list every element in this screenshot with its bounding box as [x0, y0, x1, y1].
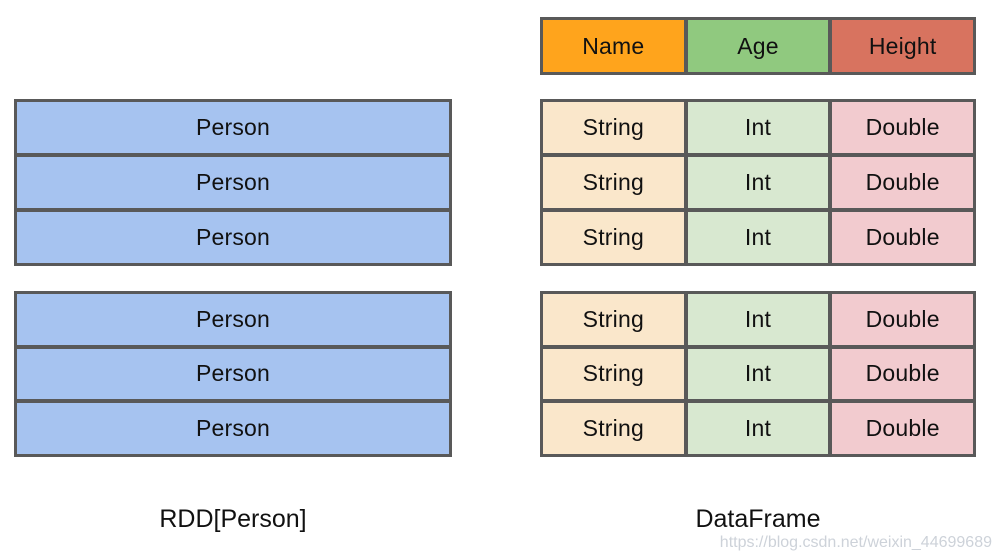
- rdd-record: Person: [17, 157, 449, 208]
- dataframe-partition-1: String Int Double String Int Double Stri…: [540, 99, 976, 266]
- rdd-record: Person: [17, 212, 449, 263]
- df-cell-age: Int: [687, 403, 829, 454]
- df-cell-name: String: [543, 348, 684, 400]
- df-cell-name: String: [543, 212, 684, 263]
- rdd-caption: RDD[Person]: [159, 505, 307, 533]
- dataframe-header-row: Name Age Height: [540, 17, 976, 75]
- dataframe-caption: DataFrame: [695, 505, 821, 533]
- df-cell-height: Double: [832, 348, 973, 400]
- rdd-record: Person: [17, 403, 449, 454]
- df-cell-height: Double: [832, 157, 973, 208]
- header-cell-name: Name: [543, 20, 684, 72]
- dataframe-partition-2: String Int Double String Int Double Stri…: [540, 291, 976, 457]
- header-cell-age: Age: [687, 20, 829, 72]
- df-cell-name: String: [543, 157, 684, 208]
- df-cell-age: Int: [687, 157, 829, 208]
- df-cell-age: Int: [687, 102, 829, 153]
- watermark-url: https://blog.csdn.net/weixin_44699689: [719, 534, 992, 551]
- header-cell-height: Height: [832, 20, 973, 72]
- df-cell-height: Double: [832, 294, 973, 345]
- df-cell-age: Int: [687, 212, 829, 263]
- df-cell-height: Double: [832, 403, 973, 454]
- df-cell-name: String: [543, 294, 684, 345]
- df-cell-age: Int: [687, 294, 829, 345]
- df-cell-height: Double: [832, 102, 973, 153]
- rdd-record: Person: [17, 294, 449, 345]
- df-cell-name: String: [543, 403, 684, 454]
- rdd-record: Person: [17, 348, 449, 400]
- df-cell-height: Double: [832, 212, 973, 263]
- df-cell-age: Int: [687, 348, 829, 400]
- rdd-partition-2: Person Person Person: [14, 291, 452, 457]
- rdd-record: Person: [17, 102, 449, 153]
- rdd-partition-1: Person Person Person: [14, 99, 452, 266]
- df-cell-name: String: [543, 102, 684, 153]
